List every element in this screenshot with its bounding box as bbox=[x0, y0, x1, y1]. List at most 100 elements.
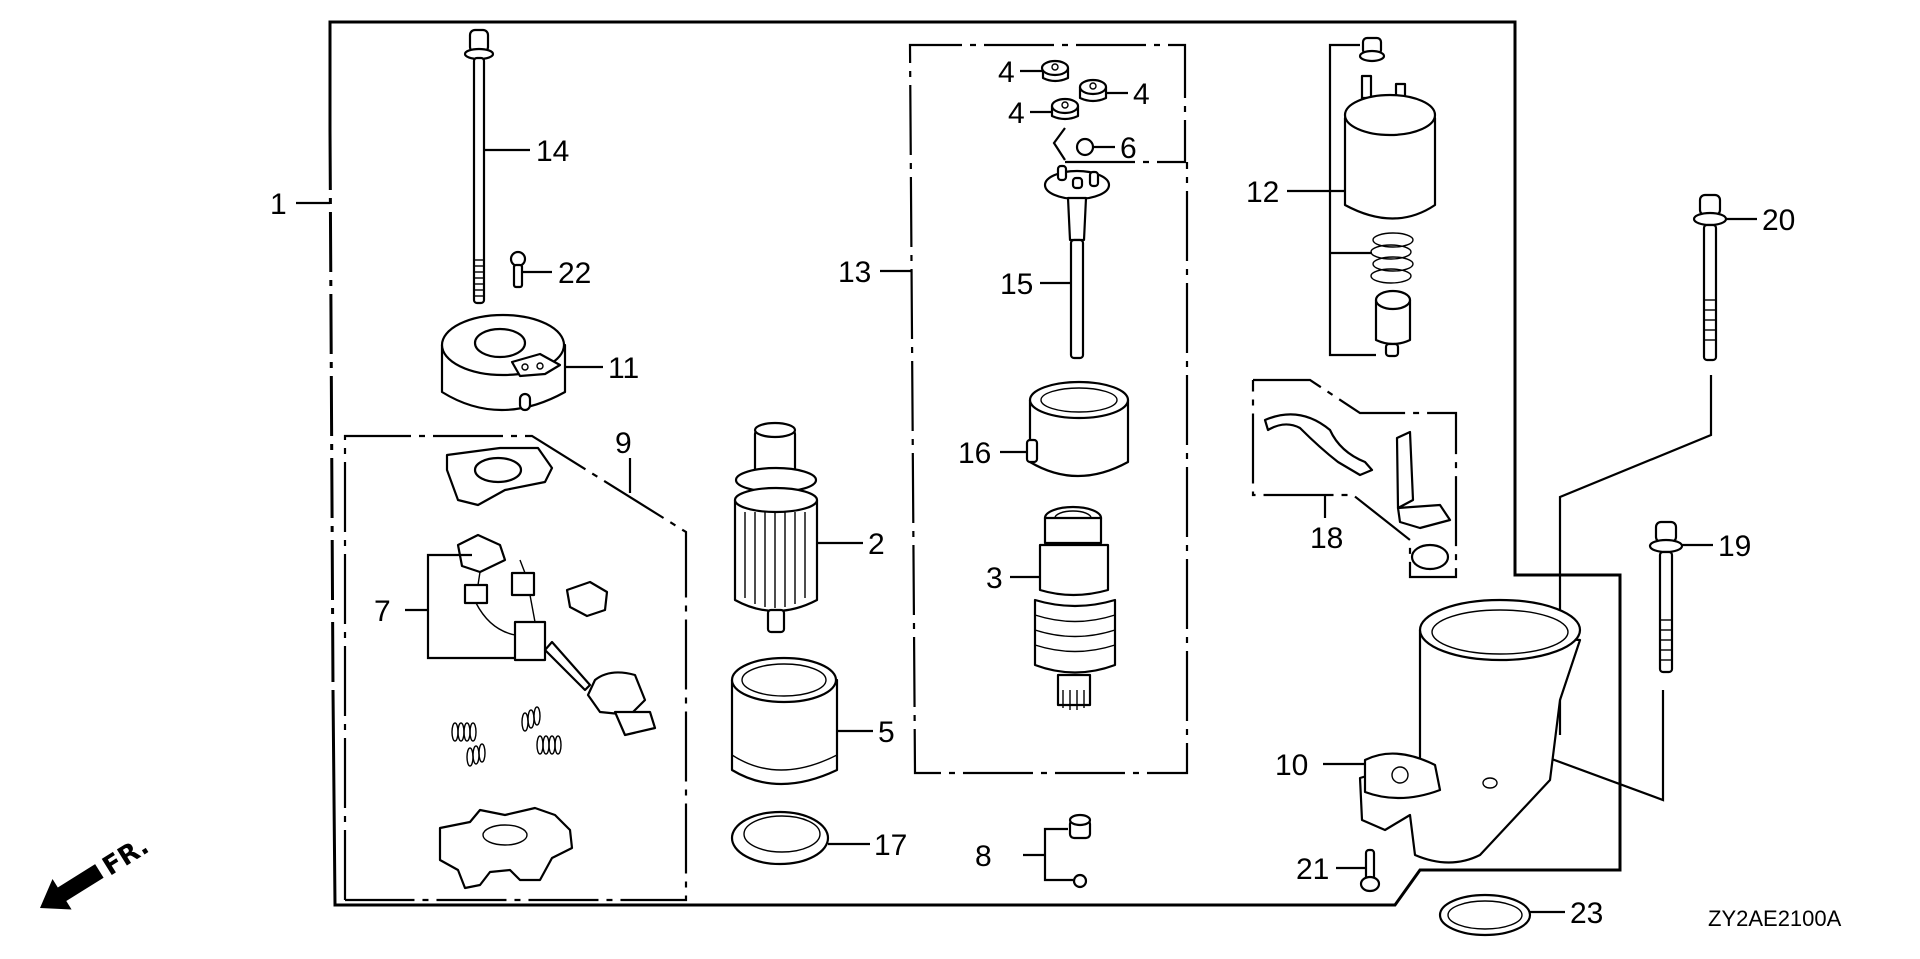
brush-lead bbox=[543, 640, 592, 692]
part-4-nut-a[interactable]: 4 bbox=[998, 56, 1070, 89]
group-9-brush-holder-set: 9 bbox=[343, 427, 688, 902]
steel-ball bbox=[1075, 137, 1095, 157]
brush-holder-body bbox=[438, 806, 574, 890]
part-4-nut-c[interactable]: 4 bbox=[1008, 97, 1080, 130]
part-8-stop-ring-set[interactable]: 8 bbox=[975, 813, 1092, 889]
armature-slots bbox=[744, 512, 806, 608]
brush-clip-body bbox=[565, 580, 609, 618]
callout-label-2[interactable]: 2 bbox=[868, 528, 885, 561]
callout-label-12[interactable]: 12 bbox=[1246, 176, 1279, 209]
callout-label-1[interactable]: 1 bbox=[270, 188, 287, 221]
leader-bracket-7 bbox=[426, 553, 515, 660]
part-9-brush-holder[interactable] bbox=[438, 806, 574, 890]
cover-slot bbox=[518, 392, 532, 412]
brush-center-block bbox=[513, 620, 547, 662]
part-11-rear-cover[interactable]: 11 bbox=[440, 313, 639, 412]
callout-label-10[interactable]: 10 bbox=[1275, 749, 1308, 782]
armature-shaft bbox=[766, 608, 786, 634]
callout-label-4c[interactable]: 4 bbox=[1008, 97, 1025, 130]
part-21-screw[interactable]: 21 bbox=[1296, 848, 1381, 893]
callout-label-4a[interactable]: 4 bbox=[998, 56, 1015, 89]
yoke-top bbox=[730, 656, 838, 704]
spring-4 bbox=[536, 735, 562, 755]
callout-label-7[interactable]: 7 bbox=[374, 595, 391, 628]
part-7-brush-set[interactable]: 7 bbox=[374, 533, 657, 737]
part-16-internal-gear[interactable]: 16 bbox=[958, 380, 1130, 477]
lever-holder bbox=[1395, 430, 1415, 510]
screw-shank bbox=[512, 263, 524, 289]
part-22-screw[interactable]: 22 bbox=[509, 250, 591, 290]
callout-label-9[interactable]: 9 bbox=[615, 427, 632, 460]
assembly-frame-left-dashed bbox=[328, 129, 335, 691]
spring-2 bbox=[466, 743, 486, 767]
housing-flange bbox=[1363, 752, 1442, 800]
pinion-collar bbox=[1038, 543, 1110, 597]
bolt-thread bbox=[474, 259, 484, 297]
brush-springs bbox=[451, 706, 562, 767]
group-18-frame bbox=[1251, 378, 1458, 579]
solenoid-terminal bbox=[1360, 74, 1373, 100]
callout-label-20[interactable]: 20 bbox=[1762, 204, 1795, 237]
part-9-insulator-plate[interactable] bbox=[445, 446, 554, 507]
callout-label-17[interactable]: 17 bbox=[874, 829, 907, 862]
insulator-plate-hole bbox=[473, 456, 523, 484]
o-ring-outer bbox=[1438, 893, 1532, 937]
drawing-code: ZY2AE2100A bbox=[1708, 906, 1842, 931]
housing-rim bbox=[1418, 598, 1582, 662]
bolt-19-shank bbox=[1658, 550, 1674, 674]
callout-label-14[interactable]: 14 bbox=[536, 135, 569, 168]
part-23-o-ring[interactable]: 23 bbox=[1438, 893, 1603, 937]
callout-label-11[interactable]: 11 bbox=[608, 352, 639, 385]
seal-ring-outer bbox=[730, 810, 830, 866]
callout-label-22[interactable]: 22 bbox=[558, 257, 591, 290]
part-12-solenoid[interactable]: 12 bbox=[1246, 36, 1437, 358]
spring-1 bbox=[451, 722, 477, 742]
callout-label-23[interactable]: 23 bbox=[1570, 897, 1603, 930]
part-20-flange-bolt[interactable]: 20 bbox=[1558, 193, 1795, 735]
shaft-rod bbox=[1069, 238, 1085, 360]
callout-label-16[interactable]: 16 bbox=[958, 437, 991, 470]
leader-bracket-12 bbox=[1328, 43, 1376, 357]
part-10-front-housing[interactable]: 10 bbox=[1275, 598, 1582, 864]
group-9-frame bbox=[343, 434, 688, 902]
part-15-shaft[interactable]: 15 bbox=[1000, 164, 1111, 360]
bolt-20-path bbox=[1558, 375, 1713, 735]
group-13-gear-set: 13 bbox=[838, 43, 1189, 775]
solenoid-spring bbox=[1370, 232, 1414, 284]
group-13-frame bbox=[908, 43, 1189, 775]
brush-terminal-plate bbox=[613, 710, 657, 737]
part-9-brush-clip[interactable] bbox=[565, 580, 609, 618]
internal-gear-body bbox=[1028, 398, 1130, 477]
part-3-pinion-clutch[interactable]: 3 bbox=[986, 505, 1117, 710]
callout-label-13[interactable]: 13 bbox=[838, 256, 871, 289]
bolt-shank bbox=[472, 56, 486, 305]
part-2-armature[interactable]: 2 bbox=[733, 421, 885, 634]
housing-body bbox=[1358, 628, 1582, 864]
snap-ring bbox=[1072, 873, 1088, 889]
callout-label-18[interactable]: 18 bbox=[1310, 522, 1343, 555]
shaft-gear bbox=[1066, 196, 1088, 242]
callout-label-3[interactable]: 3 bbox=[986, 562, 1003, 595]
front-label: FR. bbox=[98, 831, 155, 882]
part-17-seal-ring[interactable]: 17 bbox=[730, 810, 907, 866]
solenoid-body bbox=[1343, 116, 1437, 220]
callout-label-6[interactable]: 6 bbox=[1120, 132, 1137, 165]
part-14-through-bolt[interactable]: 14 bbox=[463, 28, 569, 305]
brush-top-holder bbox=[456, 533, 507, 574]
brush-left bbox=[463, 583, 489, 605]
callout-label-21[interactable]: 21 bbox=[1296, 853, 1329, 886]
callout-label-5[interactable]: 5 bbox=[878, 716, 895, 749]
part-5-yoke[interactable]: 5 bbox=[730, 656, 895, 785]
lever-plate bbox=[1410, 543, 1450, 571]
assembly-frame-outline bbox=[328, 20, 1622, 907]
callout-1[interactable]: 1 bbox=[270, 188, 330, 221]
leader-bracket-8 bbox=[1043, 827, 1073, 882]
callout-label-19[interactable]: 19 bbox=[1718, 530, 1751, 563]
part-6-steel-ball[interactable]: 6 bbox=[1052, 127, 1137, 165]
callout-label-8[interactable]: 8 bbox=[975, 840, 992, 873]
part-18-lever-set[interactable]: 18 bbox=[1263, 413, 1452, 571]
spring-3 bbox=[521, 706, 541, 732]
callout-label-4b[interactable]: 4 bbox=[1133, 78, 1150, 111]
part-4-nut-b[interactable]: 4 bbox=[1078, 78, 1150, 111]
callout-label-15[interactable]: 15 bbox=[1000, 268, 1033, 301]
